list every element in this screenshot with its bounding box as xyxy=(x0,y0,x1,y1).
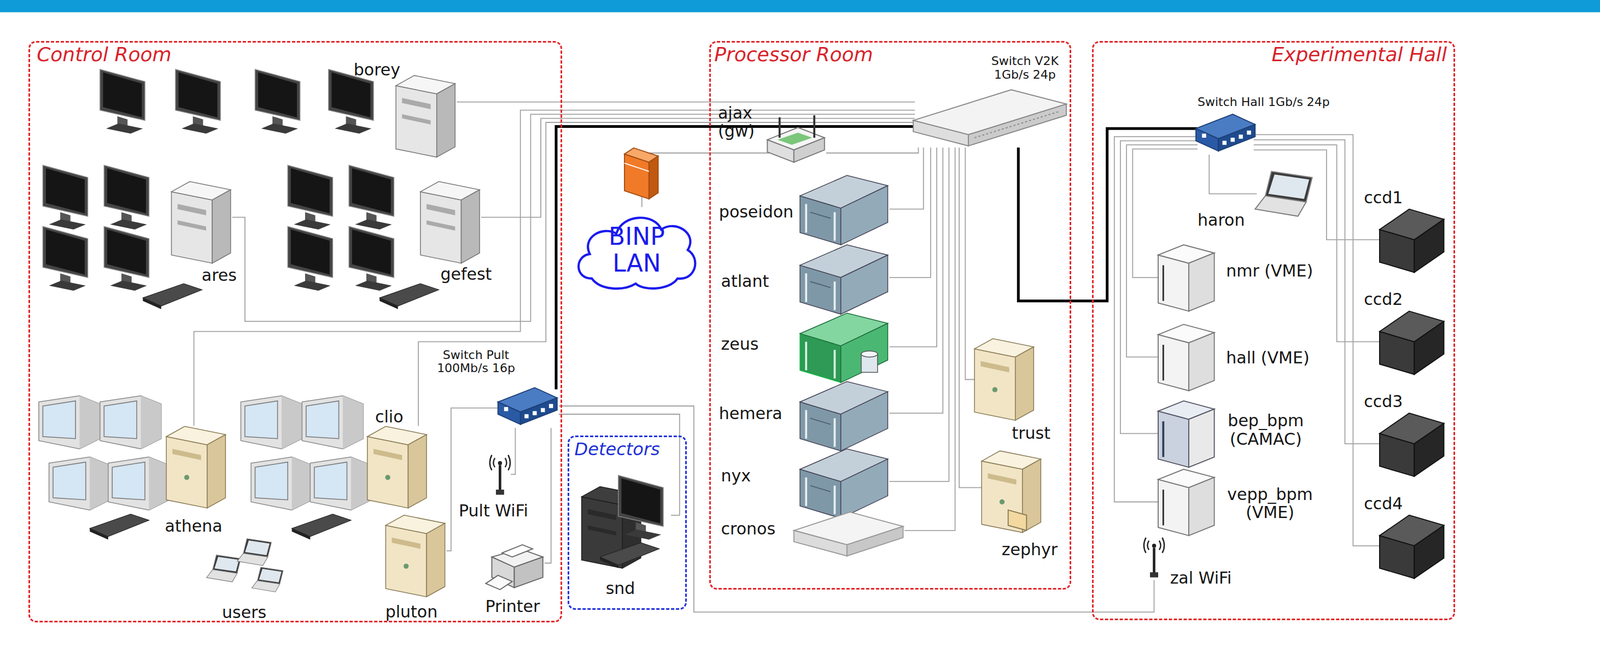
device-node: athena xyxy=(167,426,227,511)
device-node: haron xyxy=(1256,173,1310,219)
network-cable xyxy=(1253,134,1382,546)
node-label: ccd4 xyxy=(1363,494,1403,514)
node-label: cronos xyxy=(721,520,776,539)
network-cable xyxy=(1253,144,1382,342)
room-region: Control Room borey ares gefest athena clio Swi… xyxy=(28,41,563,623)
node-label: hall (VME) xyxy=(1225,348,1310,368)
device-node: cronos xyxy=(795,501,905,560)
device-node: nmr (VME) xyxy=(1159,246,1217,313)
device-node: vepp_bpm (VME) xyxy=(1159,471,1217,538)
device-node: gefest xyxy=(422,181,482,266)
node-label: ccd2 xyxy=(1363,290,1403,309)
device-node: nyx xyxy=(801,448,890,521)
node-label: trust xyxy=(1011,424,1051,443)
gateway-router: ajax (gw) xyxy=(768,117,827,174)
node-label: BINP LAN xyxy=(608,223,665,278)
node-label: zephyr xyxy=(1001,540,1058,560)
network-cable xyxy=(232,114,915,322)
node-label: athena xyxy=(165,517,223,536)
node-label: gefest xyxy=(440,265,492,284)
network-switch: Switch Hall 1Gb/s 24p xyxy=(1197,115,1254,155)
node-label: hemera xyxy=(719,404,783,424)
node-label: atlant xyxy=(721,272,770,291)
node-label: ccd3 xyxy=(1363,392,1403,412)
network-cable xyxy=(1253,149,1382,240)
node-label: ccd1 xyxy=(1363,188,1403,208)
node-label: borey xyxy=(353,60,401,80)
device-node: zeus xyxy=(801,312,890,385)
device-node: poseidon xyxy=(801,174,890,247)
device-node: pluton xyxy=(387,515,447,599)
region-heading: Detectors xyxy=(574,440,661,460)
node-label: haron xyxy=(1197,211,1245,230)
node-label: zal WiFi xyxy=(1170,569,1232,588)
device-node: ccd4 xyxy=(1381,517,1446,579)
node-label: Printer xyxy=(485,597,541,617)
detectors-region: Detectors snd xyxy=(567,435,687,611)
node-label: nmr (VME) xyxy=(1225,261,1313,281)
device-node: ccd3 xyxy=(1381,415,1446,477)
network-cable xyxy=(959,147,984,488)
network-cable xyxy=(904,147,955,531)
device-node: clio xyxy=(369,426,429,511)
network-cloud: BINP LAN xyxy=(571,207,703,294)
network-cable xyxy=(194,110,916,427)
device-node: ccd2 xyxy=(1381,312,1446,375)
network-cable xyxy=(1209,154,1257,195)
node-label: users xyxy=(222,603,267,623)
network-cable xyxy=(456,101,915,103)
node-label: snd xyxy=(605,579,636,599)
node-label: Switch Hall 1Gb/s 24p xyxy=(1197,95,1330,110)
node-label: poseidon xyxy=(719,202,794,222)
network-cable xyxy=(1253,139,1382,445)
network-cable xyxy=(544,428,552,564)
network-cable xyxy=(889,147,938,348)
network-switch: Switch Pult 100Mb/s 16p xyxy=(499,389,559,429)
room-region: Processor Room ajax (gw) Switch V2K 1Gb/s … xyxy=(709,41,1072,591)
device-node: hemera xyxy=(801,381,890,453)
node-label: Switch Pult 100Mb/s 16p xyxy=(428,348,524,376)
network-cable xyxy=(446,408,500,552)
region-heading: Experimental Hall xyxy=(1271,43,1447,66)
network-cable xyxy=(826,147,919,154)
device-node: trust xyxy=(976,338,1036,423)
device-node: hall (VME) xyxy=(1159,326,1217,393)
region-heading: Processor Room xyxy=(714,43,873,66)
node-label: Switch V2K 1Gb/s 24p xyxy=(980,54,1069,82)
network-cable xyxy=(889,147,931,278)
network-cable xyxy=(418,122,915,427)
network-cable xyxy=(889,147,944,414)
node-label: nyx xyxy=(721,466,752,486)
device-node: zal WiFi xyxy=(1146,537,1166,581)
node-label: zeus xyxy=(721,335,759,354)
node-label: ares xyxy=(201,266,237,285)
node-label: clio xyxy=(375,407,404,427)
network-cable xyxy=(889,147,924,210)
device-node: snd xyxy=(581,473,671,570)
device-node: borey xyxy=(397,74,457,159)
network-switch: Switch V2K 1Gb/s 24p xyxy=(914,91,1068,148)
uplink-cable xyxy=(556,126,915,390)
device-node: ccd1 xyxy=(1381,211,1446,273)
room-region: Experimental HallSwitch Hall 1Gb/s 24pha… xyxy=(1092,41,1456,621)
node-label: ajax (gw) xyxy=(717,103,755,141)
network-cable xyxy=(889,147,950,482)
device-node: ares xyxy=(173,181,233,266)
node-label: pluton xyxy=(385,603,439,622)
device-node: atlant xyxy=(801,244,890,317)
node-label: Pult WiFi xyxy=(458,501,529,521)
device-node: bep_bpm (CAMAC) xyxy=(1159,403,1217,470)
node-label: bep_bpm (CAMAC) xyxy=(1222,411,1310,449)
network-cable xyxy=(641,153,770,208)
device-node: Printer xyxy=(487,542,545,592)
node-label: vepp_bpm (VME) xyxy=(1224,485,1317,523)
device-node: zephyr xyxy=(983,450,1043,535)
device-node: users xyxy=(203,540,285,600)
device-node: Pult WiFi xyxy=(492,454,512,498)
network-cable xyxy=(510,428,516,475)
network-cable xyxy=(965,147,977,381)
region-heading: Control Room xyxy=(36,43,172,66)
